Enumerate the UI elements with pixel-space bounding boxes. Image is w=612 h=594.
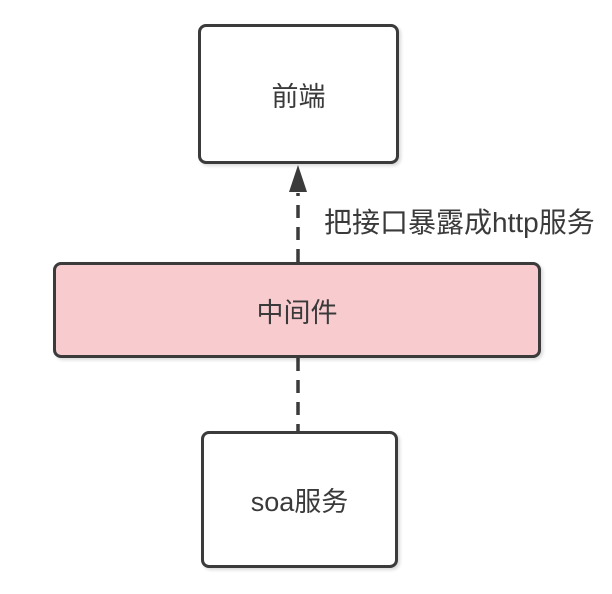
edge-annotation: 把接口暴露成http服务 [324,207,595,238]
node-middleware: 中间件 [53,262,541,358]
node-frontend: 前端 [198,24,399,164]
arrowhead-up-icon [289,165,307,192]
edge-middleware-to-frontend [289,165,307,262]
node-soa-label: soa服务 [250,487,349,517]
node-frontend-label: 前端 [271,81,326,112]
node-soa: soa服务 [201,431,398,568]
node-middleware-label: 中间件 [256,297,338,328]
